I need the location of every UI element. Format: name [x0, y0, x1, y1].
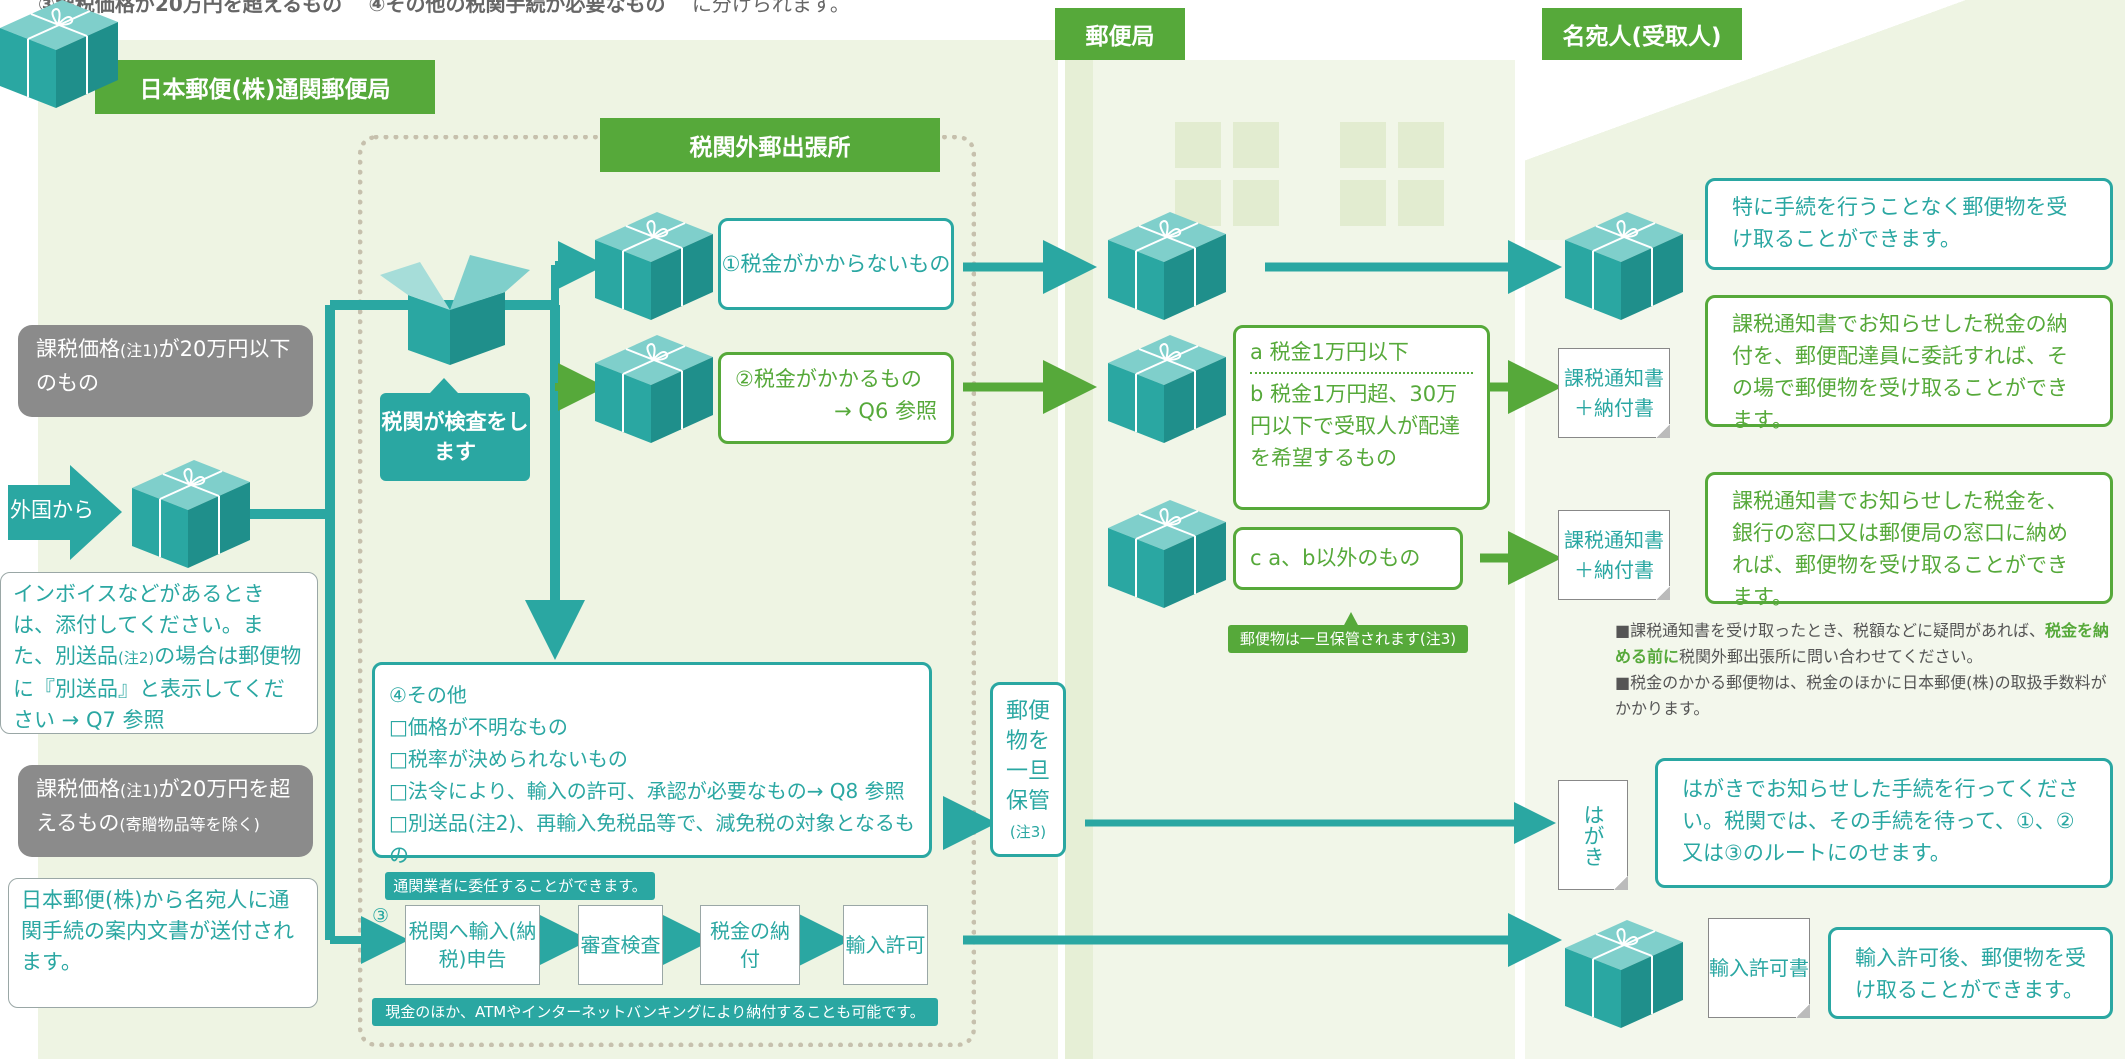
package-icon	[1107, 211, 1227, 321]
building-pillar	[1065, 60, 1093, 1059]
open-box-icon	[408, 295, 450, 365]
under-200k-rest: が20万円以下のもの	[36, 337, 291, 395]
from-abroad-label: 外国から	[10, 498, 94, 522]
package-icon	[1564, 919, 1684, 1029]
building-window	[1340, 122, 1386, 168]
package-icon	[1107, 499, 1227, 609]
building-window	[1340, 180, 1386, 226]
package-icon	[594, 334, 714, 444]
over-200k-box: 課税価格(注1)が20万円を超えるもの(寄贈物品等を除く)	[18, 765, 313, 857]
under-200k-label: 課税価格	[36, 337, 120, 361]
over-200k-mid: が20万円を超えるもの	[36, 777, 291, 835]
step-pay: 税金の納付	[700, 905, 800, 985]
intro-part-4: ④その他の税関手続が必要なもの	[368, 0, 666, 16]
stored-note: 郵便物は一旦保管されます(注3)	[1228, 625, 1468, 653]
bullet-1c: 税関外郵出張所に問い合わせてください。	[1679, 647, 1983, 666]
other-item: □価格が不明なもの	[389, 715, 568, 739]
bullet-1b: 税金を納める前に	[1615, 621, 2110, 666]
postcard-doc: はがき	[1558, 780, 1628, 890]
invoice-note-b: の場合は郵便物に『別送品』と表示してください → Q7 参照	[13, 644, 302, 732]
notice-doc-note: 日本郵便(株)から名宛人に通関手続の案内文書が送付されます。	[8, 878, 318, 1008]
invoice-note: インボイスなどがあるときは、添付してください。また、別送品(注2)の場合は郵便物…	[0, 572, 318, 734]
building-window	[1398, 180, 1444, 226]
payment-note: 現金のほか、ATMやインターネットバンキングにより納付することも可能です。	[372, 998, 938, 1026]
note3-ref: (注3)	[1009, 823, 1047, 841]
note3-ref: (注3)	[1419, 630, 1457, 648]
building-window	[1175, 122, 1221, 168]
header-customs-branch: 税関外郵出張所	[600, 118, 940, 172]
hold-text: 郵便物を一旦保管	[1005, 699, 1050, 814]
invoice-note-a: インボイスなどがあるときは、添付してください。また、別送品	[13, 582, 265, 668]
note1-ref: (注1)	[120, 781, 159, 800]
building-window	[1233, 180, 1279, 226]
route2-label: ②税金がかかるもの	[735, 367, 922, 391]
package-icon	[1564, 211, 1684, 321]
bullet-2: ■税金のかかる郵便物は、税金のほかに日本郵便(株)の取扱手数料がかかります。	[1615, 673, 2107, 718]
step-declare: 税関へ輸入(納税)申告	[405, 905, 540, 985]
result-1: 特に手続を行うことなく郵便物を受け取ることができます。	[1705, 178, 2113, 270]
other-item: □税率が決められないもの	[389, 747, 628, 771]
intro-text: ③課税価格が20万円を超えるもの ④その他の税関手続が必要なもの に分けられます…	[38, 0, 850, 17]
stored-text: 郵便物は一旦保管されます	[1239, 630, 1420, 648]
result-4: はがきでお知らせした手続を行ってください。税関では、その手続を待って、①、②又は…	[1655, 758, 2113, 888]
post-b: b 税金1万円超、30万円以下で受取人が配達を希望するもの	[1250, 382, 1460, 470]
package-icon	[594, 211, 714, 321]
header-post-office: 郵便局	[1055, 8, 1185, 60]
bullet-1a: ■課税通知書を受け取ったとき、税額などに疑問があれば、	[1615, 621, 2045, 640]
hold-box: 郵便物を一旦保管 (注3)	[990, 682, 1066, 857]
from-abroad-arrow	[8, 465, 122, 560]
customs-inspect-badge: 税関が検査をします	[380, 393, 530, 481]
import-permit-doc: 輸入許可書	[1708, 918, 1810, 1018]
other-title: ④その他	[389, 683, 467, 707]
note2-ref: (注2)	[118, 649, 155, 667]
post-c-box: c a、b以外のもの	[1233, 527, 1463, 590]
intro-part-3: ③課税価格が20万円を超えるもの	[38, 0, 343, 16]
package-icon	[1107, 334, 1227, 444]
bullet-1: ■課税通知書を受け取ったとき、税額などに疑問があれば、税金を納める前に税関外郵出…	[1615, 618, 2115, 670]
other-item: □別送品(注2)、再輸入免税品等で、減免税の対象となるもの	[389, 811, 915, 867]
note1-ref: (注1)	[120, 341, 159, 360]
route1-box: ①税金がかからないもの	[718, 218, 954, 310]
result-2: 課税通知書でお知らせした税金の納付を、郵便配達員に委託すれば、その場で郵便物を受…	[1705, 295, 2113, 432]
header-jp-post-customs: 日本郵便(株)通関郵便局	[95, 60, 435, 114]
broker-note: 通関業者に委任することができます。	[385, 872, 655, 900]
tax-notice-doc: 課税通知書＋納付書	[1558, 510, 1670, 600]
result-5: 輸入許可後、郵便物を受け取ることができます。	[1828, 927, 2113, 1019]
post-ab-box: a 税金1万円以下 b 税金1万円超、30万円以下で受取人が配達を希望するもの	[1233, 325, 1490, 510]
bullet-notes: ■課税通知書を受け取ったとき、税額などに疑問があれば、税金を納める前に税関外郵出…	[1615, 618, 2115, 722]
route2-box: ②税金がかかるもの → Q6 参照	[718, 352, 954, 444]
route3-label: ③	[372, 905, 390, 927]
post-a: a 税金1万円以下	[1250, 340, 1409, 364]
over-200k-label: 課税価格	[36, 777, 120, 801]
package-icon	[131, 459, 251, 569]
result-3: 課税通知書でお知らせした税金を、銀行の窓口又は郵便局の窓口に納めれば、郵便物を受…	[1705, 472, 2113, 609]
q6-ref: → Q6 参照	[834, 399, 937, 423]
building-window	[1233, 122, 1279, 168]
under-200k-box: 課税価格(注1)が20万円以下のもの	[18, 325, 313, 417]
other-item: □法令により、輸入の許可、承認が必要なもの→ Q8 参照	[389, 779, 905, 803]
intro-tail: に分けられます。	[691, 0, 850, 16]
over-200k-small: (寄贈物品等を除く)	[119, 815, 260, 834]
other-box: ④その他 □価格が不明なもの □税率が決められないもの □法令により、輸入の許可…	[372, 662, 932, 867]
step-permit: 輸入許可	[843, 905, 928, 985]
building-window	[1398, 122, 1444, 168]
step-examine: 審査検査	[578, 905, 663, 985]
header-recipient: 名宛人(受取人)	[1542, 8, 1742, 60]
tax-notice-doc: 課税通知書＋納付書	[1558, 348, 1670, 438]
